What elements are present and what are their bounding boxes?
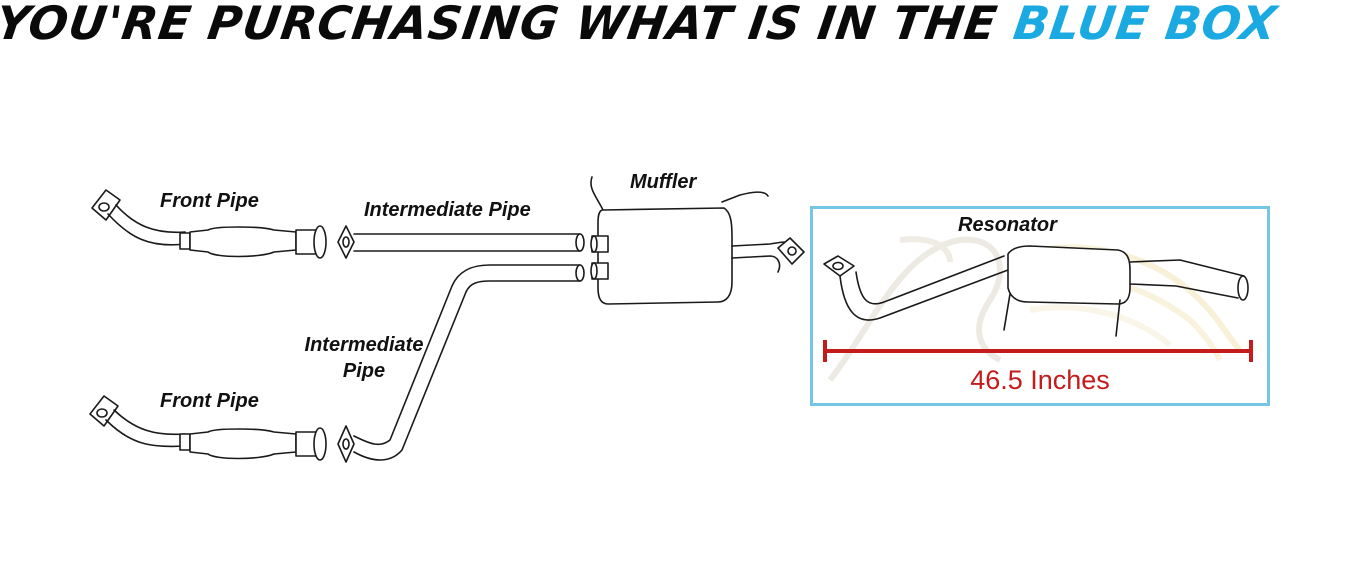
label-resonator: Resonator: [958, 214, 1057, 236]
label-intermediate-pipe-upper: Intermediate Pipe: [364, 199, 531, 221]
resonator: [823, 245, 1249, 337]
measurement-bar: [823, 340, 1253, 362]
label-muffler: Muffler: [630, 171, 697, 193]
intermediate-pipe-upper: [337, 225, 585, 259]
measurement-label: 46.5 Inches: [970, 365, 1110, 395]
muffler: [590, 176, 805, 305]
intermediate-pipe-lower: [337, 264, 585, 463]
blue-box-highlight: [810, 206, 1270, 406]
label-intermediate-pipe-lower-line1: Intermediate: [304, 334, 424, 356]
label-front-pipe-upper: Front Pipe: [160, 190, 259, 212]
label-intermediate-pipe-lower-line2: Pipe: [342, 360, 386, 382]
front-pipe-lower: [89, 395, 327, 461]
label-front-pipe-lower: Front Pipe: [160, 390, 259, 412]
front-pipe-upper: [91, 189, 327, 259]
